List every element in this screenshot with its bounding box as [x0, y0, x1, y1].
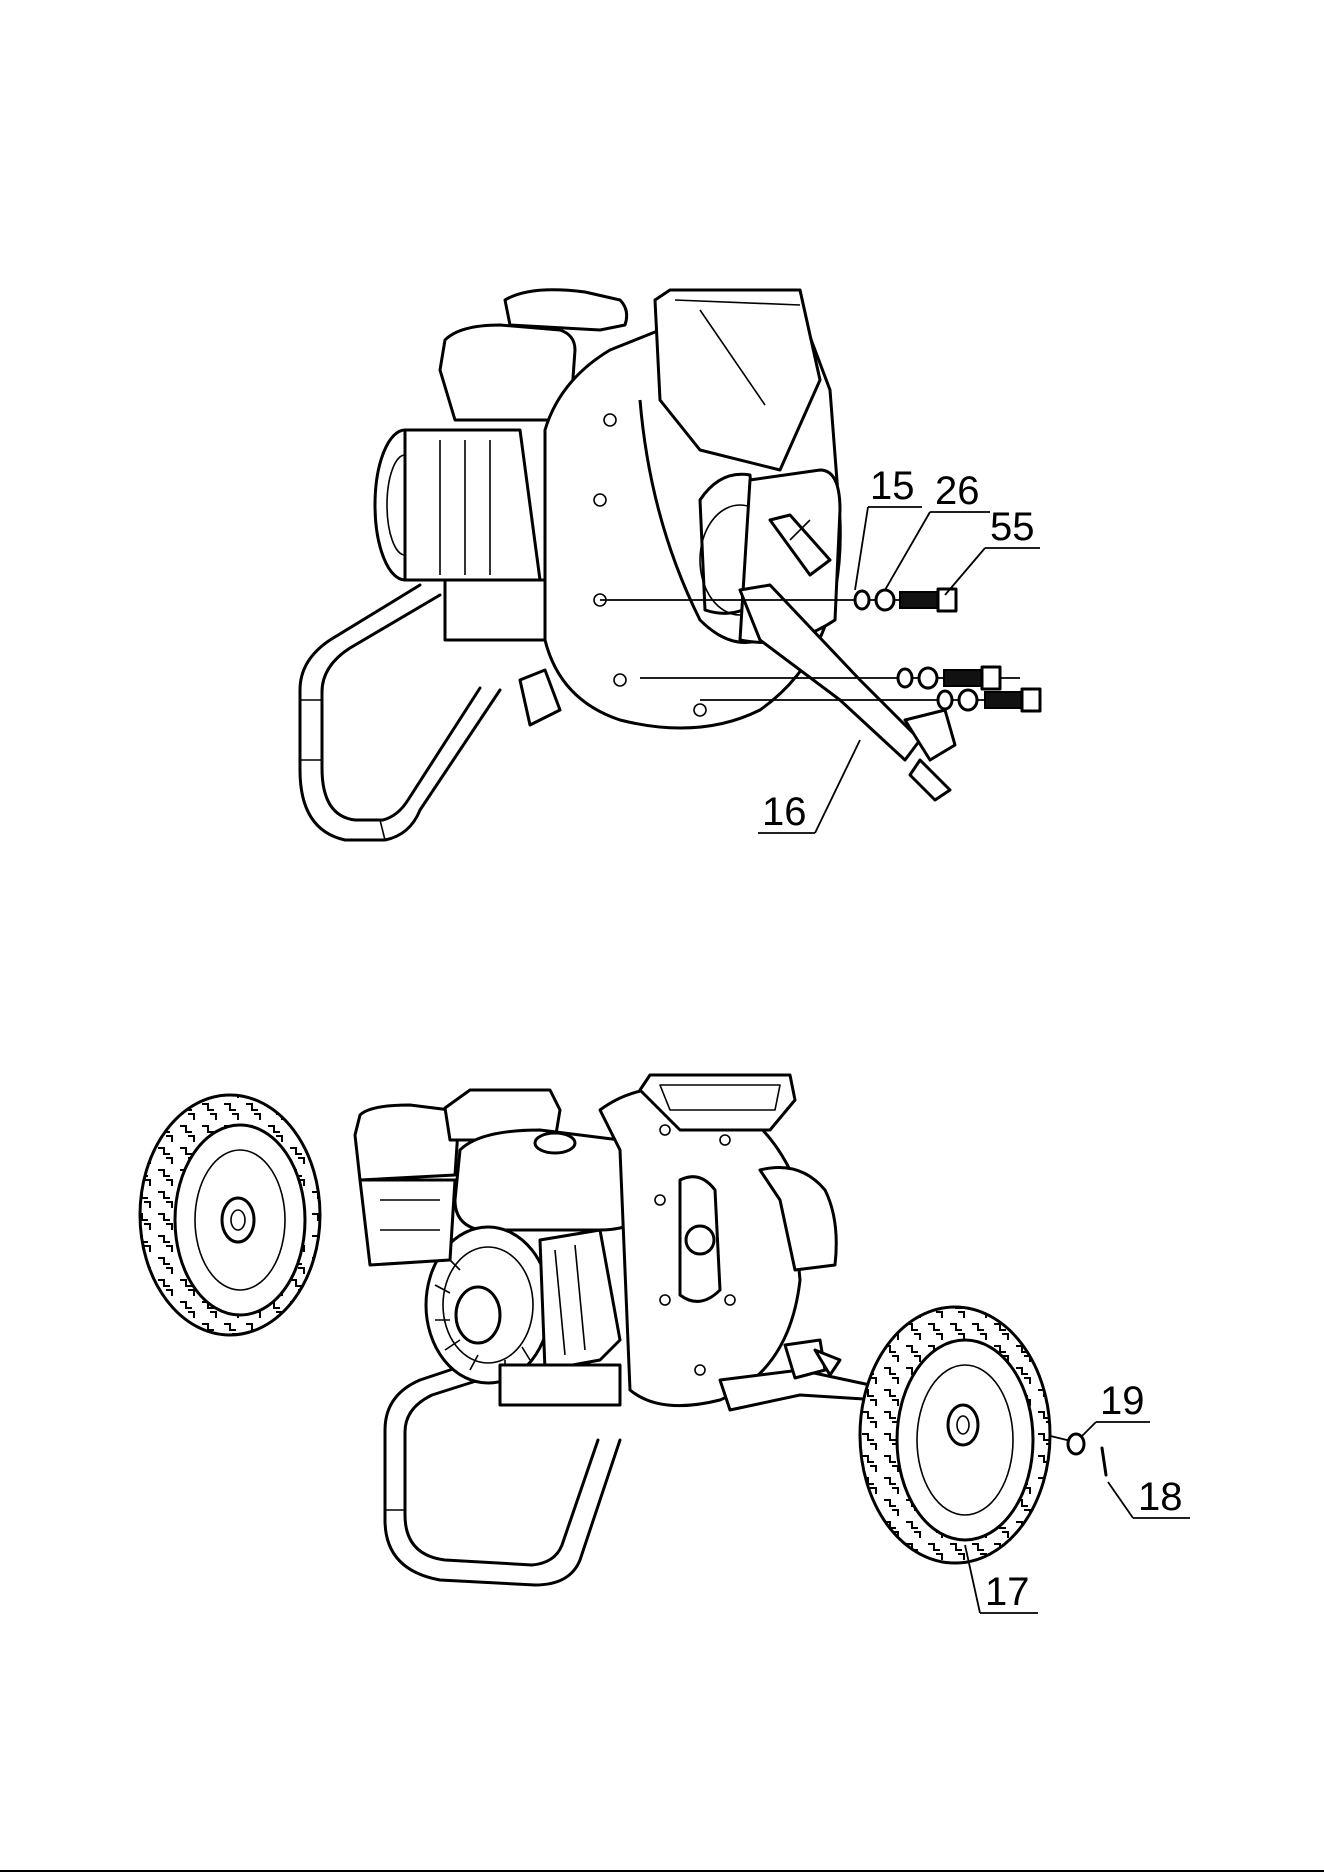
pin-18	[1102, 1448, 1106, 1475]
svg-text:26: 26	[935, 469, 980, 513]
callout-19: 19	[1082, 1379, 1150, 1436]
callout-15: 15	[855, 464, 922, 590]
washer-19	[1068, 1434, 1084, 1454]
callout-18: 18	[1108, 1475, 1190, 1519]
svg-text:16: 16	[762, 790, 807, 834]
svg-text:19: 19	[1100, 1379, 1145, 1423]
engine-bottom	[355, 1090, 650, 1405]
wheel-left	[140, 1095, 320, 1335]
svg-text:17: 17	[985, 1570, 1030, 1614]
callout-16: 16	[758, 740, 860, 834]
bottom-assembly-drawing: 19 18 17	[140, 1075, 1190, 1614]
callout-55: 55	[945, 505, 1040, 595]
svg-text:15: 15	[870, 464, 915, 508]
svg-text:18: 18	[1138, 1475, 1183, 1519]
wheel-right-17	[860, 1307, 1050, 1563]
svg-text:55: 55	[990, 505, 1035, 549]
top-assembly-drawing: 15 26 55 16	[300, 290, 1040, 840]
